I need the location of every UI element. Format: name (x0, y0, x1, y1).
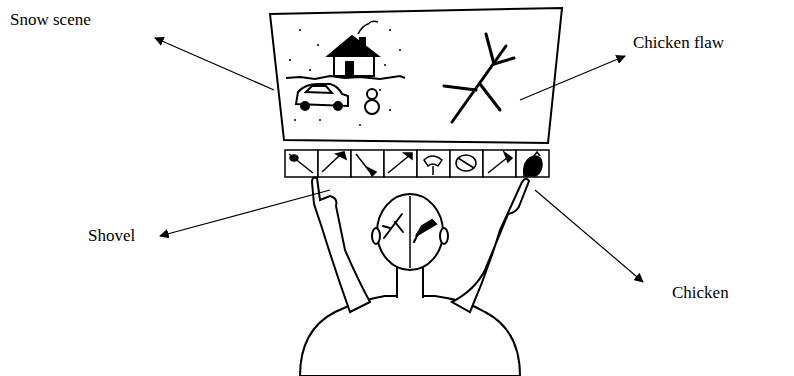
picture-cards (285, 150, 549, 177)
callout-label: Chicken (672, 283, 729, 303)
snowflakes (289, 29, 401, 126)
person (300, 178, 529, 376)
chicken-claw-picture (444, 34, 514, 122)
projection-screen (270, 8, 562, 143)
snow-scene-picture (286, 21, 405, 114)
callout-label: Chicken flaw (633, 33, 724, 53)
leader-arrows (155, 38, 643, 282)
brain-images (383, 214, 436, 242)
callout-label: Snow scene (10, 10, 91, 30)
callout-label: Shovel (88, 226, 135, 246)
card-icons (289, 152, 542, 176)
